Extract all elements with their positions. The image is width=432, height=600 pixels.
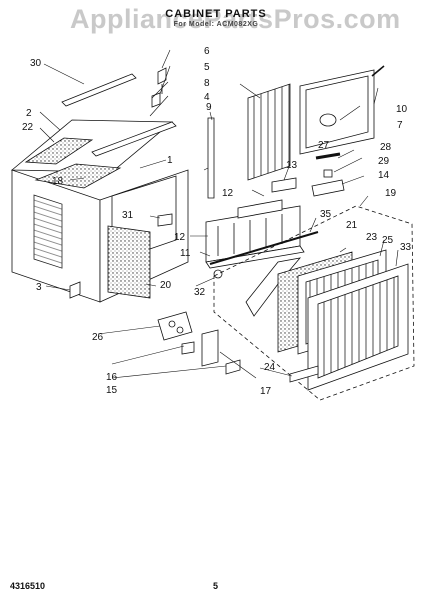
callout-label-8: 8 bbox=[204, 78, 210, 89]
callout-label-19: 19 bbox=[385, 188, 397, 199]
callout-label-32: 32 bbox=[194, 287, 206, 298]
clip-part-31 bbox=[157, 213, 173, 227]
screw-part-32 bbox=[213, 269, 223, 279]
callout-label-14: 14 bbox=[378, 170, 390, 181]
callout-label-1: 1 bbox=[167, 155, 173, 166]
rod-part-28 bbox=[315, 152, 341, 160]
louver-assembly bbox=[205, 199, 305, 269]
callout-label-7: 7 bbox=[397, 120, 403, 131]
filter-part-20 bbox=[107, 225, 151, 299]
callout-label-5: 5 bbox=[204, 62, 210, 73]
document-number: 4316510 bbox=[10, 581, 46, 591]
callout-label-26: 26 bbox=[92, 332, 104, 343]
callout-label-9: 9 bbox=[206, 102, 212, 113]
callout-label-17: 17 bbox=[260, 386, 272, 397]
callout-label-15: 15 bbox=[106, 385, 118, 396]
bracket-part-14 bbox=[311, 179, 345, 197]
callout-label-25: 25 bbox=[382, 235, 394, 246]
diagram-title: CABINET PARTS bbox=[165, 8, 267, 20]
cylinder-part-27 bbox=[319, 113, 337, 127]
frame-part-7 bbox=[299, 69, 375, 155]
leader-lines bbox=[39, 49, 399, 379]
control-part-26 bbox=[157, 311, 193, 341]
callout-label-31: 31 bbox=[122, 210, 134, 221]
callout-label-3: 3 bbox=[36, 282, 42, 293]
callout-label-6: 6 bbox=[204, 46, 210, 57]
callout-label-12a: 12 bbox=[222, 188, 234, 199]
bracket-part-17 bbox=[201, 329, 219, 367]
callout-label-10: 10 bbox=[396, 104, 408, 115]
callout-label-33: 33 bbox=[400, 242, 412, 253]
bolt-part-10 bbox=[371, 65, 385, 77]
callout-label-13: 13 bbox=[286, 160, 298, 171]
rail-part-30 bbox=[61, 73, 137, 107]
panel-part-8 bbox=[247, 83, 291, 181]
callout-label-18: 18 bbox=[52, 176, 64, 187]
bar-part-24 bbox=[289, 365, 319, 383]
callout-label-4: 4 bbox=[204, 92, 210, 103]
diagram-subtitle: For Model: ACM082XG bbox=[173, 21, 259, 28]
front-panel-group-boundary bbox=[213, 205, 415, 401]
nut-part-29 bbox=[323, 169, 333, 178]
callout-label-24: 24 bbox=[264, 362, 276, 373]
callout-label-28: 28 bbox=[380, 142, 392, 153]
callout-label-30: 30 bbox=[30, 58, 42, 69]
screw-part-5 bbox=[151, 92, 161, 108]
watermark: AppliancePartsPros.com bbox=[70, 4, 401, 34]
callout-label-20: 20 bbox=[160, 280, 172, 291]
callout-label-22: 22 bbox=[22, 122, 34, 133]
page-number: 5 bbox=[213, 581, 219, 591]
knob-part-16 bbox=[181, 341, 195, 355]
callout-label-12b: 12 bbox=[174, 232, 186, 243]
bracket-part-9 bbox=[207, 117, 215, 199]
knob-part-15 bbox=[225, 359, 241, 375]
callout-label-2: 2 bbox=[26, 108, 32, 119]
callout-label-35: 35 bbox=[320, 209, 332, 220]
callout-label-27: 27 bbox=[318, 140, 330, 151]
callout-label-11: 11 bbox=[180, 248, 191, 259]
bracket-part-13 bbox=[271, 177, 297, 193]
cabinet-shell bbox=[10, 119, 189, 303]
callout-label-16: 16 bbox=[106, 372, 118, 383]
callout-label-21: 21 bbox=[346, 220, 358, 231]
callout-label-23: 23 bbox=[366, 232, 378, 243]
strip-part-4 bbox=[91, 121, 177, 157]
callout-label-29: 29 bbox=[378, 156, 390, 167]
screw-part-3 bbox=[69, 281, 81, 299]
screw-part-6 bbox=[157, 67, 167, 94]
rail-part-35 bbox=[209, 231, 319, 265]
